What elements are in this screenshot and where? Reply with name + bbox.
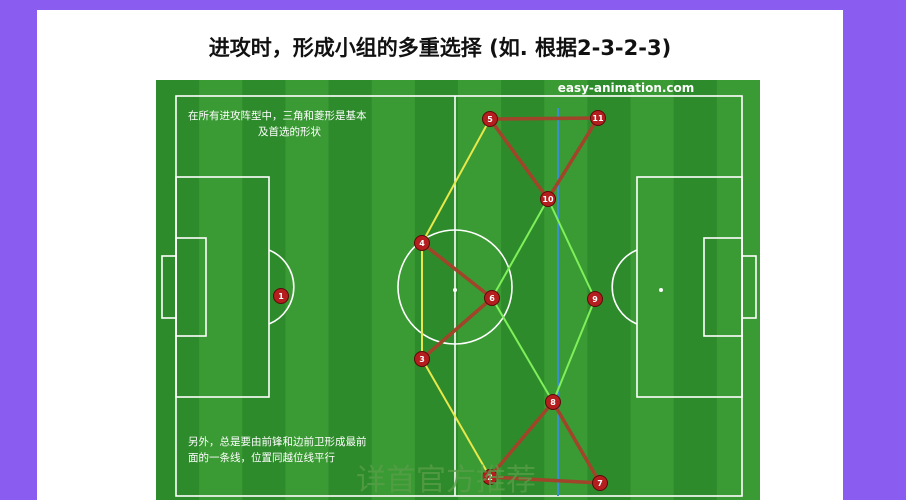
player-1: 1 xyxy=(273,288,289,304)
note-bottom-line2: 面的一条线，位置同越位线平行 xyxy=(188,451,335,464)
player-marker xyxy=(590,110,606,126)
pitch-stripes xyxy=(156,80,760,500)
pitch-stripe xyxy=(328,80,373,500)
player-9: 9 xyxy=(587,291,603,307)
players-layer: 1 2 3 4 5 6 7 8 9 10 11 xyxy=(273,110,608,491)
player-11: 11 xyxy=(590,110,606,126)
pass-link-6-8 xyxy=(491,297,554,403)
player-number: 1 xyxy=(278,292,284,301)
pitch-stripe xyxy=(156,80,200,500)
site-label: easy-animation.com xyxy=(558,81,695,95)
pass-link-5-11 xyxy=(488,116,600,121)
player-number: 4 xyxy=(419,239,425,248)
pitch-stripe xyxy=(501,80,545,500)
left-goal xyxy=(161,255,177,319)
player-5: 5 xyxy=(482,111,498,127)
right-goal xyxy=(741,255,757,319)
pitch-stripe xyxy=(673,80,718,500)
player-10: 10 xyxy=(540,191,556,207)
pitch-markings xyxy=(161,95,757,497)
pass-link-3-2 xyxy=(421,358,491,478)
note-bottom-line1: 另外，总是要由前锋和边前卫形成最前 xyxy=(188,435,367,448)
player-2: 2 xyxy=(482,469,498,485)
player-marker xyxy=(484,290,500,306)
player-number: 9 xyxy=(592,295,598,304)
pitch-stripe xyxy=(285,80,330,500)
pitch-stripe xyxy=(630,80,675,500)
player-marker xyxy=(273,288,289,304)
player-number: 10 xyxy=(542,195,554,204)
note-top-line2: 及首选的形状 xyxy=(258,125,321,138)
player-6: 6 xyxy=(484,290,500,306)
pitch-stripe xyxy=(587,80,632,500)
watermark: 详首官方推荐 xyxy=(356,463,536,498)
pass-link-9-8 xyxy=(552,298,596,403)
player-number: 5 xyxy=(487,115,493,124)
player-marker xyxy=(545,394,561,410)
left-penalty-arc xyxy=(268,249,295,325)
pass-link-2-7 xyxy=(488,475,602,485)
center-circle xyxy=(397,229,513,345)
note-top-line1: 在所有进攻阵型中，三角和菱形是基本 xyxy=(188,109,367,122)
slide: 进攻时，形成小组的多重选择 (如. 根据2-3-2-3) xyxy=(37,10,843,500)
player-marker xyxy=(414,235,430,251)
player-number: 7 xyxy=(597,479,603,488)
pass-link-5-4 xyxy=(421,118,491,244)
player-marker xyxy=(414,351,430,367)
pass-link-5-10 xyxy=(488,117,550,201)
player-marker xyxy=(482,111,498,127)
pass-link-8-7 xyxy=(551,400,602,485)
pitch-stripe xyxy=(371,80,416,500)
passing-links xyxy=(420,116,602,485)
tactics-diagram: 1 2 3 4 5 6 7 8 9 10 11 easy-animation.com 在所有进攻阵型… xyxy=(156,80,760,500)
pitch-stripe xyxy=(716,80,760,500)
pitch-stripe xyxy=(544,80,588,500)
player-number: 11 xyxy=(592,114,604,123)
pass-link-11-10 xyxy=(546,116,600,201)
player-number: 6 xyxy=(489,294,495,303)
pitch-svg: 1 2 3 4 5 6 7 8 9 10 11 easy-animation.com 在所有进攻阵型… xyxy=(156,80,760,500)
player-7: 7 xyxy=(592,475,608,491)
pass-link-10-9 xyxy=(547,198,596,300)
player-marker xyxy=(482,469,498,485)
player-number: 2 xyxy=(487,473,493,482)
player-3: 3 xyxy=(414,351,430,367)
right-penalty-spot xyxy=(659,288,663,292)
pass-link-8-2 xyxy=(488,400,555,479)
player-8: 8 xyxy=(545,394,561,410)
player-marker xyxy=(592,475,608,491)
slide-title: 进攻时，形成小组的多重选择 (如. 根据2-3-2-3) xyxy=(208,36,672,60)
player-4: 4 xyxy=(414,235,430,251)
player-marker xyxy=(587,291,603,307)
center-spot xyxy=(453,288,457,292)
player-number: 3 xyxy=(419,355,425,364)
player-number: 8 xyxy=(550,398,556,407)
pass-link-6-10 xyxy=(491,198,549,299)
pass-link-4-6 xyxy=(420,241,494,300)
pass-link-6-3 xyxy=(420,296,494,361)
player-marker xyxy=(540,191,556,207)
right-penalty-arc xyxy=(611,249,638,325)
